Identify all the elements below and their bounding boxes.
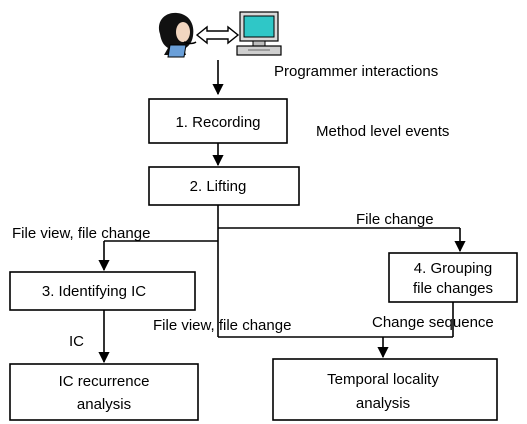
recording-box-label: 1. Recording: [175, 114, 260, 131]
file-view-file-change-middle-label: File view, file change: [153, 317, 291, 334]
temporal-locality-box-label-line1: Temporal locality: [327, 371, 439, 388]
computer-icon: [236, 11, 282, 56]
lifting-box: 2. Lifting: [148, 166, 300, 206]
ic-recurrence-box: IC recurrence analysis: [9, 363, 199, 421]
programmer-interactions-label: Programmer interactions: [274, 63, 438, 80]
lifting-box-label: 2. Lifting: [190, 178, 247, 195]
temporal-locality-box: Temporal locality analysis: [272, 358, 498, 421]
change-sequence-label: Change sequence: [372, 314, 494, 331]
temporal-locality-box-label-line2: analysis: [356, 395, 410, 412]
grouping-box-label-line1: 4. Grouping: [414, 260, 492, 277]
ic-label: IC: [69, 333, 84, 350]
identifying-ic-box: 3. Identifying IC: [9, 271, 196, 311]
file-view-file-change-left-label: File view, file change: [12, 225, 150, 242]
method-level-events-label: Method level events: [316, 123, 449, 140]
identifying-ic-box-label: 3. Identifying IC: [42, 283, 146, 300]
programmer-icon: [158, 12, 197, 58]
ic-recurrence-box-label-line2: analysis: [77, 396, 131, 413]
ic-recurrence-box-label-line1: IC recurrence: [59, 373, 150, 390]
grouping-box-label-line2: file changes: [413, 280, 493, 297]
recording-box: 1. Recording: [148, 98, 288, 144]
grouping-box: 4. Grouping file changes: [388, 252, 518, 303]
bidirectional-arrow-icon: [195, 25, 240, 45]
file-change-label: File change: [356, 211, 434, 228]
